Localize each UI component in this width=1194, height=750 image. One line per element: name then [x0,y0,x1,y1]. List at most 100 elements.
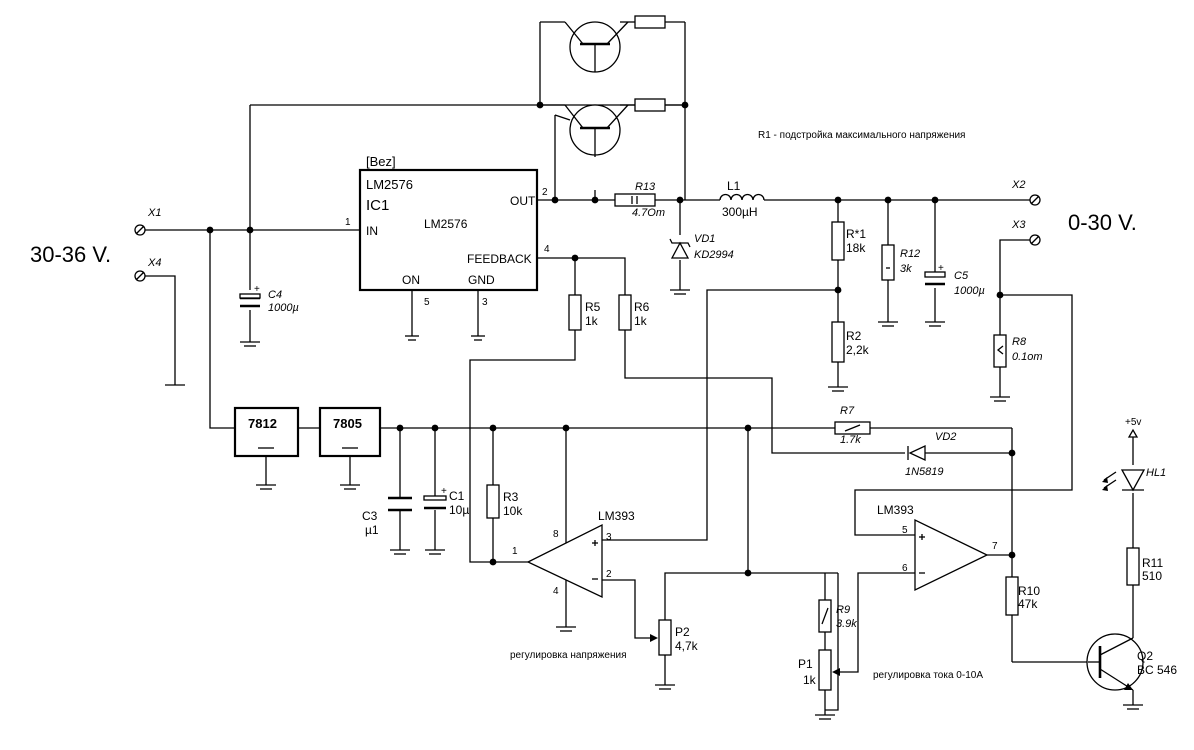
transistor-upper [564,15,666,73]
svg-text:1: 1 [345,217,351,228]
svg-text:5: 5 [902,525,908,536]
ground-icon [256,484,276,490]
svg-text:VD1: VD1 [694,233,715,245]
svg-text:LM2576: LM2576 [366,177,413,192]
ground-icon [405,335,419,341]
svg-text:R8: R8 [1012,336,1027,348]
svg-text:300µH: 300µH [722,205,758,219]
junction-dots [206,101,1016,577]
svg-text:1000µ: 1000µ [954,285,985,297]
transistor-lower [554,98,666,157]
connector-x3[interactable] [1029,234,1041,246]
regulator-7812 [233,406,300,458]
connector-x2[interactable] [1029,194,1041,206]
svg-text:KD2994: KD2994 [694,249,734,261]
capacitor-c4: + [239,284,261,308]
connector-x4[interactable] [134,270,146,282]
svg-text:+: + [254,284,260,295]
resistor-r3 [486,484,500,519]
svg-text:OUT: OUT [510,194,536,208]
comparator-lm393-2 [914,518,989,592]
svg-text:X2: X2 [1011,179,1025,191]
svg-text:R13: R13 [635,181,656,193]
connector-x1[interactable] [134,224,146,236]
svg-text:1N5819: 1N5819 [905,466,944,478]
svg-text:6: 6 [902,563,908,574]
svg-text:R7: R7 [840,405,855,417]
ground-symbols [165,289,1143,720]
ic1-lm2576 [358,168,539,336]
svg-text:1000µ: 1000µ [268,302,299,314]
svg-text:0.1om: 0.1om [1012,351,1043,363]
ground-icon [925,321,945,327]
labels: 30-36 V. 0-30 V. R1 - подстройка максима… [30,130,1177,687]
svg-text:X1: X1 [147,207,161,219]
resistor-r2 [831,321,845,363]
resistor-r10 [1005,576,1019,616]
ground-icon [471,335,485,341]
svg-text:4: 4 [553,586,559,597]
svg-text:1k: 1k [803,673,817,687]
vcc-arrow-icon [1127,428,1139,438]
svg-text:+: + [938,263,944,274]
capacitor-c1: + [423,486,447,510]
capacitor-c3 [388,496,412,512]
svg-text:R2: R2 [846,329,862,343]
svg-text:P1: P1 [798,657,813,671]
svg-text:3k: 3k [900,263,912,275]
svg-text:8: 8 [553,529,559,540]
potentiometer-p1[interactable] [818,649,840,691]
svg-text:IC1: IC1 [366,197,389,214]
ground-icon [990,396,1010,402]
svg-text:VD2: VD2 [935,431,956,443]
ground-icon [240,341,260,347]
svg-text:1: 1 [512,546,518,557]
svg-text:2: 2 [606,569,612,580]
svg-text:R12: R12 [900,248,920,260]
svg-text:1k: 1k [634,314,648,328]
r1-note: R1 - подстройка максимального напряжения [758,130,965,141]
svg-text:3: 3 [482,297,488,308]
svg-text:+: + [441,486,447,497]
svg-text:10µ: 10µ [449,503,469,517]
svg-text:C1: C1 [449,489,465,503]
svg-text:4,7k: 4,7k [675,639,699,653]
svg-text:LM2576: LM2576 [424,217,468,231]
svg-text:IN: IN [366,224,378,238]
svg-text:GND: GND [468,273,495,287]
svg-text:2,2k: 2,2k [846,343,870,357]
svg-text:R3: R3 [503,490,519,504]
svg-text:5: 5 [424,297,430,308]
svg-text:X3: X3 [1011,219,1026,231]
svg-text:L1: L1 [727,179,741,193]
svg-text:7812: 7812 [248,416,277,431]
resistor-r9 [818,599,832,633]
svg-text:R*1: R*1 [846,227,866,241]
svg-text:Q2: Q2 [1137,649,1153,663]
svg-text:R5: R5 [585,300,601,314]
svg-text:µ1: µ1 [365,523,379,537]
svg-text:R10: R10 [1018,584,1040,598]
svg-text:HL1: HL1 [1146,467,1166,479]
ground-icon [655,684,675,690]
voltage-adjust-note: регулировка напряжения [510,650,626,661]
ground-icon [815,714,835,720]
ground-icon [425,549,445,555]
potentiometer-p2[interactable] [650,619,672,656]
resistor-r11 [1126,547,1140,586]
resistor-r5 [568,294,582,331]
svg-text:FEEDBACK: FEEDBACK [467,252,532,266]
svg-text:510: 510 [1142,569,1162,583]
svg-text:LM393: LM393 [877,503,914,517]
transistor-q2 [1086,633,1144,691]
resistor-r12 [881,244,895,281]
svg-text:R11: R11 [1142,556,1163,570]
svg-text:P2: P2 [675,625,690,639]
resistor-r7 [834,421,871,435]
svg-text:C3: C3 [362,509,378,523]
capacitor-c5: + [924,263,946,286]
svg-text:+5v: +5v [1125,417,1141,428]
led-hl1 [1102,469,1146,492]
svg-text:47k: 47k [1018,597,1038,611]
